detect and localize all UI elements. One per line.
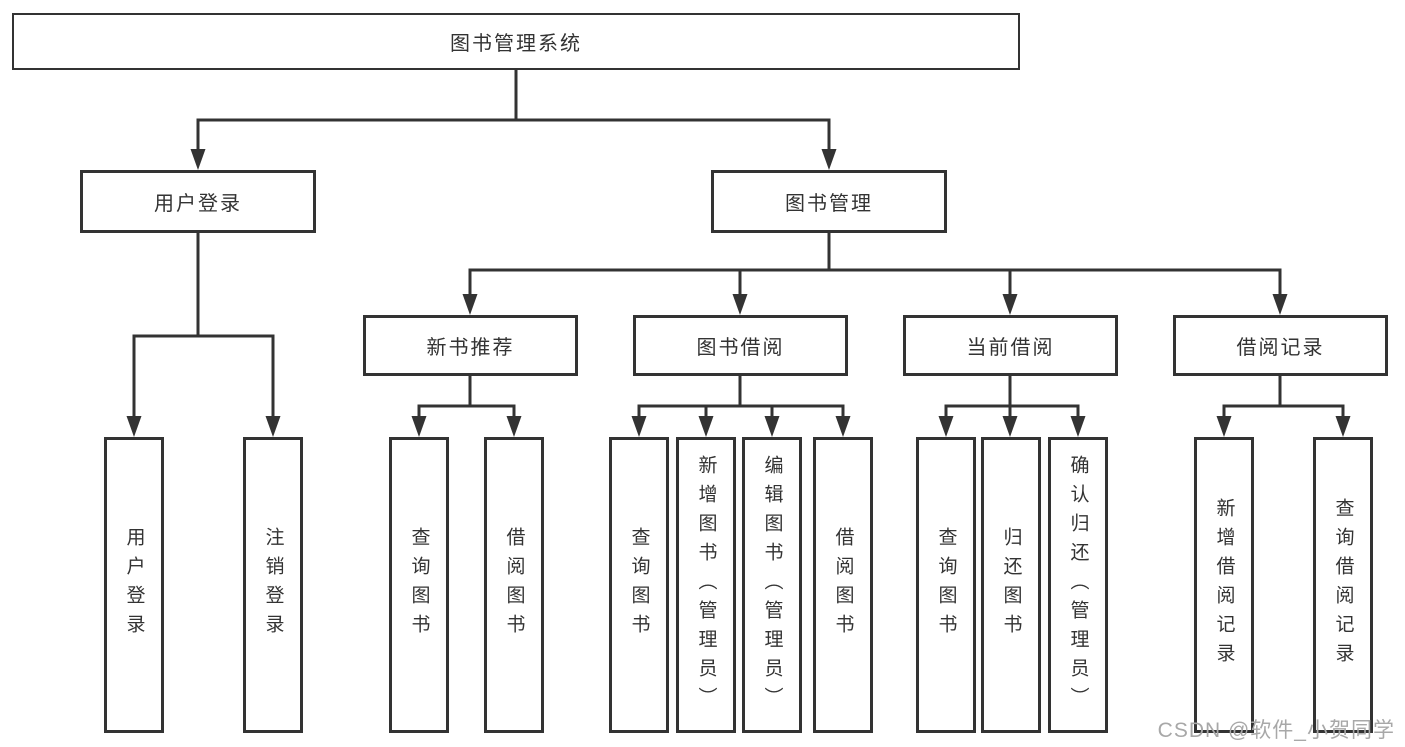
arrow-borrowing-borrow [835,416,851,437]
node-label: 新书推荐 [426,337,515,359]
leaf-user-login: 用户登录 [104,437,164,733]
arrow-current-confirm [1070,416,1086,437]
arrow-to-book-management [821,149,837,170]
leaf-confirm-return-admin: 确认归还（管理员） [1048,437,1108,733]
arrow-to-book-borrowing [732,294,748,315]
node-label: 注销登录 [262,527,284,643]
node-label: 借阅记录 [1236,337,1325,359]
node-label: 用户登录 [123,527,145,643]
node-new-book-recommendation: 新书推荐 [363,315,578,376]
leaf-add-book-admin: 新增图书（管理员） [676,437,736,733]
arrow-records-query [1335,416,1351,437]
node-label: 当前借阅 [966,337,1055,359]
node-label: 新增借阅记录 [1213,498,1235,672]
leaf-query-borrow-record: 查询借阅记录 [1313,437,1373,733]
connector-user-login-children [132,233,275,419]
leaf-borrow-books-borrowing: 借阅图书 [813,437,873,733]
arrow-current-query [938,416,954,437]
arrow-to-user-login [190,149,206,170]
arrow-to-new-book-rec [462,294,478,315]
connector-new-book-rec-children [417,376,516,419]
node-current-borrowing: 当前借阅 [903,315,1118,376]
node-label: 查询图书 [935,527,957,643]
arrow-borrowing-add [698,416,714,437]
node-label: 借阅图书 [832,527,854,643]
node-label: 用户登录 [154,193,242,215]
node-book-borrowing: 图书借阅 [633,315,848,376]
node-label: 借阅图书 [503,527,525,643]
arrow-newrec-query [411,416,427,437]
arrow-to-leaf-user-login [126,416,142,437]
node-label: 查询图书 [408,527,430,643]
leaf-add-borrow-record: 新增借阅记录 [1194,437,1254,733]
csdn-watermark: CSDN @软件_小贺同学 [1157,719,1395,742]
node-label: 编辑图书（管理员） [761,454,783,716]
node-label: 查询借阅记录 [1332,498,1354,672]
node-label: 图书借阅 [696,337,785,359]
leaf-borrow-books-recommendation: 借阅图书 [484,437,544,733]
arrow-to-current-borrowing [1002,294,1018,315]
arrow-newrec-borrow [506,416,522,437]
leaf-edit-book-admin: 编辑图书（管理员） [742,437,802,733]
arrow-to-borrowing-records [1272,294,1288,315]
arrow-borrowing-query [631,416,647,437]
node-label: 确认归还（管理员） [1067,454,1089,716]
leaf-return-book: 归还图书 [981,437,1041,733]
node-book-management: 图书管理 [711,170,947,233]
leaf-logout: 注销登录 [243,437,303,733]
leaf-query-books-current: 查询图书 [916,437,976,733]
arrow-to-leaf-logout [265,416,281,437]
leaf-query-books-borrowing: 查询图书 [609,437,669,733]
node-label: 归还图书 [1000,527,1022,643]
connector-book-management-children [468,233,1282,297]
connector-root-to-level2 [196,70,831,152]
node-label: 新增图书（管理员） [695,454,717,716]
node-label: 图书管理 [785,193,873,215]
node-library-management-system: 图书管理系统 [12,13,1020,70]
arrow-borrowing-edit [764,416,780,437]
node-label: 查询图书 [628,527,650,643]
arrow-current-return [1002,416,1018,437]
arrow-records-add [1216,416,1232,437]
node-user-login: 用户登录 [80,170,316,233]
node-borrowing-records: 借阅记录 [1173,315,1388,376]
leaf-query-books-recommendation: 查询图书 [389,437,449,733]
connector-book-borrowing-children [637,376,845,419]
connector-current-borrowing-children [944,376,1080,419]
connector-borrowing-records-children [1222,376,1345,419]
node-label: 图书管理系统 [450,33,582,55]
